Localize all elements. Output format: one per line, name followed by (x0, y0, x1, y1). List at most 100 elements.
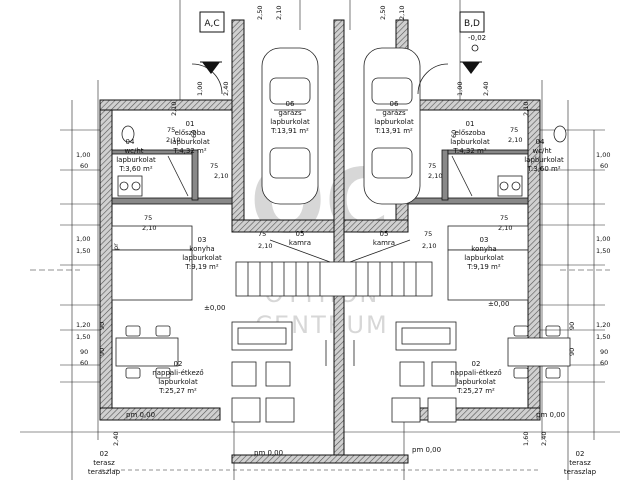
dim-bottom-3: 2,40 (540, 432, 548, 446)
hall-left-name: előszoba (175, 128, 206, 137)
dim-top-3: 2,50 (379, 6, 387, 20)
dim-w-g1: 75 (258, 230, 266, 238)
dim-right-7: 90 (600, 348, 608, 356)
kitchen-left-name: konyha (189, 245, 214, 253)
pantry-left-num: 05 (296, 230, 305, 238)
living-right-num: 02 (472, 360, 481, 368)
dim-right-3: 1,00 (596, 235, 610, 243)
kitchen-right-name: konyha (471, 245, 496, 253)
terrace-right-floor: teraszlap (564, 468, 597, 476)
wc-left-area: T:3,60 m² (118, 165, 152, 173)
kitchen-right-area: T:9,19 m² (466, 263, 500, 271)
dim-s-l1: 60 (190, 130, 198, 138)
dim-w-c2: 2,10 (214, 172, 228, 180)
living-right-floor: lapburkolat (456, 378, 496, 386)
dim-w-b2: 2,10 (508, 136, 522, 144)
section-label-left: A,C (204, 19, 219, 29)
section-markers: A,C B,D -0,02 (199, 11, 486, 74)
kitchen-left-area: T:9,19 m² (184, 263, 218, 271)
dim-w-e2: 2,10 (142, 224, 156, 232)
wc-left-name: wc/ht (124, 147, 143, 155)
dim-w-c1: 75 (210, 162, 218, 170)
car-left (261, 47, 319, 205)
dim-right-8: 60 (600, 359, 608, 367)
dim-top-2: 2,10 (275, 6, 283, 20)
fixtures (111, 47, 571, 423)
level-marks: pm 0,00 pm 0,00 pm 0,00 pm 0,00 ±0,00 ±0… (126, 300, 565, 457)
garage-right-floor: lapburkolat (374, 118, 414, 126)
terrace-left-num: 02 (100, 450, 109, 458)
dim-left-6: 1,50 (76, 333, 90, 341)
dim-left-5: 1,20 (76, 321, 90, 329)
dim-right-5: 1,20 (596, 321, 610, 329)
kitchen-left-floor: lapburkolat (182, 254, 222, 262)
hall-right-name: előszoba (455, 128, 486, 137)
dim-inner-r2: 90 (568, 348, 576, 356)
dim-pr: pr (112, 243, 120, 250)
dim-left-2: 60 (80, 162, 88, 170)
stairs (235, 239, 433, 297)
hall-right-floor: lapburkolat (450, 138, 490, 146)
dim-left-1: 1,00 (76, 151, 90, 159)
garage-left-name: garázs (278, 109, 302, 117)
section-label-right: B,D (464, 19, 480, 29)
garage-left-num: 06 (286, 100, 295, 108)
level-center-right: ±0,00 (488, 300, 509, 308)
pantry-right-name: kamra (373, 239, 395, 247)
dim-w-h2: 2,10 (422, 242, 436, 250)
dim-s-r2: 2,10 (522, 102, 530, 116)
hall-left-num: 01 (186, 120, 195, 128)
dim-right-4: 1,50 (596, 247, 610, 255)
dim-left-7: 90 (80, 348, 88, 356)
pantry-left-name: kamra (289, 239, 311, 247)
dim-w-h1: 75 (424, 230, 432, 238)
living-right-name: nappali-étkező (450, 368, 501, 377)
level-arrow-left-icon (202, 62, 220, 74)
dim-left-4: 1,50 (76, 247, 90, 255)
dim-upper-4: 2,40 (482, 82, 490, 96)
dim-w-f2: 2,10 (498, 224, 512, 232)
dimension-texts: 2,50 2,10 2,50 2,10 1,00 2,40 1,00 2,40 … (76, 6, 610, 446)
kitchen-right-floor: lapburkolat (464, 254, 504, 262)
room-labels: 06 garázs lapburkolat T:13,91 m² 06 gará… (88, 100, 597, 476)
dim-s-l2: 2,10 (170, 102, 178, 116)
wc-left-floor: lapburkolat (116, 156, 156, 164)
garage-right-area: T:13,91 m² (374, 127, 413, 135)
hall-right-num: 01 (466, 120, 475, 128)
level-living-right: pm 0,00 (536, 411, 565, 419)
terrace-right-num: 02 (576, 450, 585, 458)
wc-right-area: T:3,60 m² (526, 165, 560, 173)
dim-inner-l2: 90 (98, 348, 106, 356)
dim-w-d1: 75 (428, 162, 436, 170)
level-living-left: pm 0,00 (126, 411, 155, 419)
dim-w-g2: 2,10 (258, 242, 272, 250)
dim-left-8: 60 (80, 359, 88, 367)
elevation-marker-icon (471, 44, 479, 52)
hall-right-area: T:4,32 m² (452, 147, 486, 155)
living-left-name: nappali-étkező (152, 368, 203, 377)
level-center-left: ±0,00 (204, 304, 225, 312)
garage-left-area: T:13,91 m² (270, 127, 309, 135)
level-bottom-left: pm 0,00 (254, 449, 283, 457)
living-left-area: T:25,27 m² (158, 387, 197, 395)
hall-left-floor: lapburkolat (170, 138, 210, 146)
kitchen-left-num: 03 (198, 236, 207, 244)
car-right (363, 47, 421, 205)
dim-w-f1: 75 (500, 214, 508, 222)
terrace-left-name: terasz (93, 459, 115, 467)
garage-left-floor: lapburkolat (270, 118, 310, 126)
terrace-left-floor: teraszlap (88, 468, 121, 476)
dim-top-1: 2,50 (256, 6, 264, 20)
dim-inner-r1: 90 (568, 322, 576, 330)
dim-upper-1: 1,00 (196, 82, 204, 96)
dim-w-a2: 2,10 (166, 136, 180, 144)
dim-bottom-1: 2,40 (112, 432, 120, 446)
wc-right-floor: lapburkolat (524, 156, 564, 164)
dim-w-d2: 2,10 (428, 172, 442, 180)
living-right-area: T:25,27 m² (456, 387, 495, 395)
garage-right-num: 06 (390, 100, 399, 108)
wc-right-num: 04 (536, 138, 545, 146)
dim-w-b1: 75 (510, 126, 518, 134)
dim-s-r1: 60 (450, 130, 458, 138)
